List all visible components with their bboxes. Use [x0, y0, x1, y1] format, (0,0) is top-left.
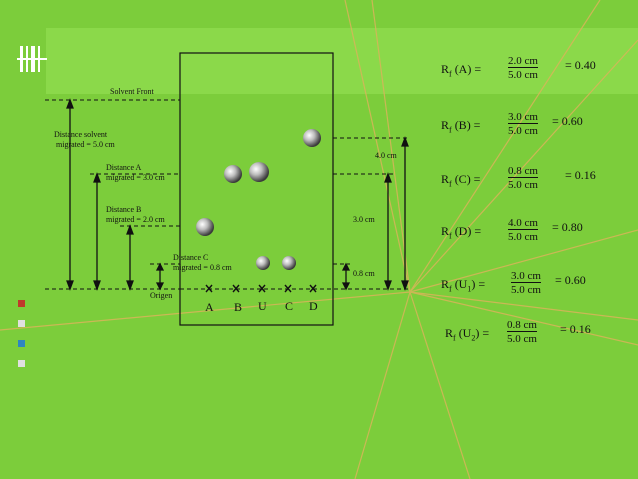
measure-arrows-right — [341, 136, 409, 291]
measure-4cm: 4.0 cm — [375, 151, 397, 160]
dashed-lines — [45, 99, 410, 290]
spot-a — [224, 165, 242, 183]
spot-u2 — [282, 256, 296, 270]
rf-result-3: = 0.80 — [552, 220, 583, 234]
rf-result-5: = 0.16 — [560, 322, 591, 336]
spot-d — [303, 129, 321, 147]
rf-result-1: = 0.60 — [552, 114, 583, 128]
spot-b — [196, 218, 214, 236]
distance-c-label-1: Distance C — [173, 253, 209, 262]
measure-08cm: 0.8 cm — [353, 269, 375, 278]
rf-label-4: Rf (U1) = — [441, 277, 486, 294]
rf-numerator-5: 0.8 cm — [507, 319, 537, 332]
rf-numerator-3: 4.0 cm — [508, 217, 538, 230]
lane-a-label: A — [205, 300, 214, 314]
measure-arrows-left — [66, 98, 165, 291]
rf-result-0: = 0.40 — [565, 58, 596, 72]
spot-u1 — [249, 162, 269, 182]
rf-denominator-1: 5.0 cm — [508, 125, 538, 137]
rf-result-4: = 0.60 — [555, 273, 586, 287]
rf-denominator-3: 5.0 cm — [508, 231, 538, 243]
rf-numerator-4: 3.0 cm — [511, 270, 541, 283]
lane-u-label: U — [258, 299, 267, 313]
rf-denominator-0: 5.0 cm — [508, 69, 538, 81]
rf-denominator-4: 5.0 cm — [511, 284, 541, 296]
distance-c-label-2: migrated = 0.8 cm — [173, 263, 232, 272]
origin-marks — [205, 284, 317, 293]
header-band — [46, 28, 638, 94]
rf-label-5: Rf (U2) = — [445, 326, 490, 343]
measure-3cm: 3.0 cm — [353, 215, 375, 224]
lane-d-label: D — [309, 299, 318, 313]
rf-label-0: Rf (A) = — [441, 62, 482, 79]
origen-label: Origen — [150, 291, 173, 300]
distance-solvent-label-1: Distance solvent — [54, 130, 108, 139]
lane-b-label: B — [234, 300, 243, 314]
side-bullets — [18, 300, 25, 367]
rf-result-2: = 0.16 — [565, 168, 596, 182]
distance-b-label-1: Distance B — [106, 205, 142, 214]
rf-denominator-5: 5.0 cm — [507, 333, 537, 345]
distance-a-label-2: migrated = 3.0 cm — [106, 173, 165, 182]
spots — [196, 129, 321, 270]
tlc-plate — [179, 52, 334, 326]
rf-label-3: Rf (D) = — [441, 224, 482, 241]
distance-b-label-2: migrated = 2.0 cm — [106, 215, 165, 224]
lane-c-label: C — [285, 299, 294, 313]
rf-label-2: Rf (C) = — [441, 172, 481, 189]
rf-numerator-0: 2.0 cm — [508, 55, 538, 68]
rf-denominator-2: 5.0 cm — [508, 179, 538, 191]
distance-solvent-label-2: migrated = 5.0 cm — [56, 140, 115, 149]
distance-a-label-1: Distance A — [106, 163, 142, 172]
solvent-front-label: Solvent Front — [110, 87, 154, 96]
rf-numerator-1: 3.0 cm — [508, 111, 538, 124]
rf-label-1: Rf (B) = — [441, 118, 481, 135]
barcode-icon — [17, 46, 47, 72]
spot-c — [256, 256, 270, 270]
rf-numerator-2: 0.8 cm — [508, 165, 538, 178]
